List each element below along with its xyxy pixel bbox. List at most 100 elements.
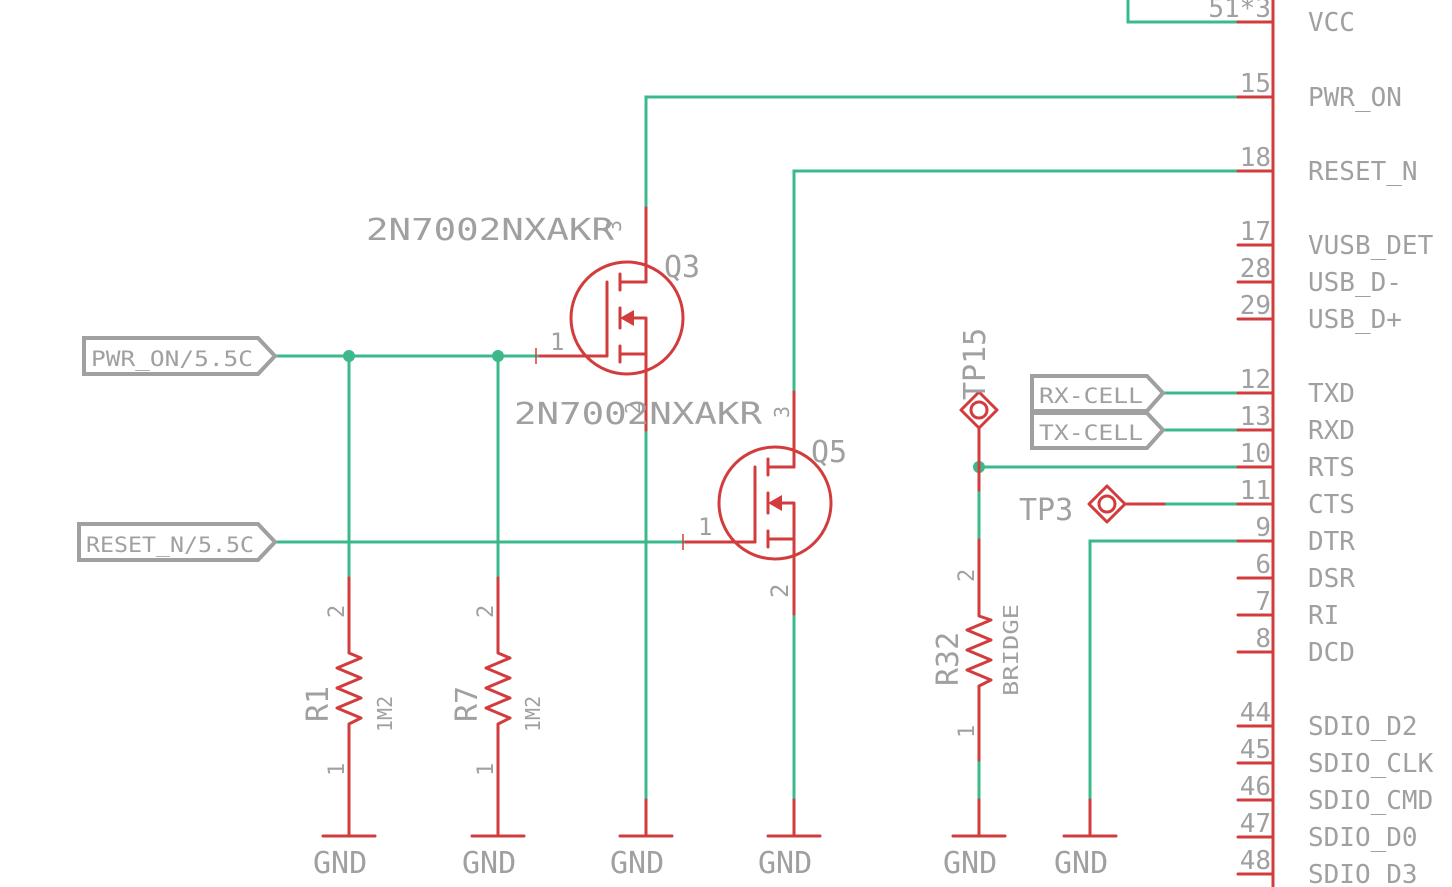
ic-pin-number: 7 — [1255, 587, 1271, 617]
r1-pin-bottom: 1 — [325, 763, 350, 776]
r1-pin-top: 2 — [325, 605, 350, 618]
ground-label: GND — [758, 846, 812, 881]
test-point-tp3[interactable]: TP3 — [1019, 484, 1166, 528]
ic-pin-name: TXD — [1308, 379, 1355, 409]
r32-name: R32 — [931, 632, 966, 686]
ground-label: GND — [1054, 846, 1108, 881]
ground-label: GND — [462, 846, 516, 881]
junction-dot — [492, 350, 504, 362]
ground-label: GND — [313, 846, 367, 881]
ic-pin-dcd[interactable]: 8 DCD — [1236, 624, 1355, 668]
net-label-reset-n[interactable]: RESET_N/5.5C — [77, 522, 278, 562]
r32-value: BRIDGE — [999, 604, 1023, 696]
resistor-r32[interactable]: R32 BRIDGE 2 1 — [931, 538, 1023, 762]
test-point-tp15[interactable]: TP15 — [958, 328, 999, 492]
r7-name: R7 — [450, 686, 485, 722]
ic-pin-number: 51*3 — [1208, 0, 1271, 24]
ic-pin-name: SDIO_CMD — [1308, 786, 1433, 816]
r7-value: 1M2 — [521, 696, 545, 732]
mosfet-q5[interactable]: Q5 2N7002NXAKR 1 3 2 — [514, 390, 847, 616]
net-label-pwr-on[interactable]: PWR_ON/5.5C — [82, 336, 278, 376]
ic-pin-sdio-cmd[interactable]: 46 SDIO_CMD — [1236, 772, 1433, 816]
q5-pin-gate: 1 — [698, 513, 712, 541]
ic-pin-number: 46 — [1240, 772, 1271, 802]
q3-pin-gate: 1 — [550, 328, 564, 356]
ic-pin-number: 47 — [1240, 809, 1271, 839]
ic-pin-name: DSR — [1308, 564, 1355, 594]
ic-pin-number: 15 — [1240, 69, 1271, 99]
ground-symbol[interactable]: GND — [1054, 798, 1118, 881]
q5-name: Q5 — [811, 435, 847, 470]
ic-pin-number: 44 — [1240, 698, 1271, 728]
tp3-label: TP3 — [1019, 493, 1073, 528]
r1-name: R1 — [301, 686, 336, 722]
ic-pin-usb-d-[interactable]: 28 USB_D- — [1236, 254, 1402, 298]
r32-pin-top: 2 — [955, 569, 980, 582]
q3-value: 2N7002NXAKR — [366, 213, 615, 248]
ic-pin-number: 9 — [1255, 513, 1271, 543]
q5-pin-drain: 3 — [770, 406, 794, 418]
ic-pin-name: RESET_N — [1308, 157, 1418, 187]
ground-symbol[interactable]: GND — [758, 798, 822, 881]
ground-symbol[interactable]: GND — [943, 798, 1007, 881]
ic-pin-reset-n[interactable]: 18 RESET_N — [1236, 143, 1418, 187]
junction-dot — [343, 350, 355, 362]
ground-symbol[interactable]: GND — [610, 798, 674, 881]
q5-pin-source: 2 — [766, 584, 794, 598]
ic-pin-name: PWR_ON — [1308, 83, 1402, 113]
net-label-rx-cell[interactable]: RX-CELL — [1030, 374, 1166, 413]
ic-pin-name: DCD — [1308, 638, 1355, 668]
r1-value: 1M2 — [373, 696, 397, 732]
ic-pin-name: RTS — [1308, 453, 1355, 483]
q5-value: 2N7002NXAKR — [514, 397, 763, 432]
net-reset-n[interactable] — [792, 169, 1240, 394]
net-vcc[interactable] — [1126, 0, 1240, 24]
resistor-r1[interactable]: R1 1M2 2 1 — [301, 576, 397, 838]
nets — [274, 0, 1240, 802]
ic-pin-cts[interactable]: 11 CTS — [1236, 476, 1355, 520]
ic-pin-name: RXD — [1308, 416, 1355, 446]
ground-symbol[interactable]: GND — [462, 798, 526, 881]
ic-pin-name: USB_D- — [1308, 268, 1402, 298]
ic-pin-name: DTR — [1308, 527, 1355, 557]
q3-pin-source: 2 — [621, 402, 645, 414]
net-label-rx-cell-text: RX-CELL — [1039, 384, 1143, 408]
mosfet-q3[interactable]: Q3 2N7002NXAKR 1 3 2 — [366, 206, 700, 432]
net-dtr[interactable] — [1088, 539, 1240, 802]
ic-pin-number: 11 — [1240, 476, 1271, 506]
net-label-reset-n-text: RESET_N/5.5C — [86, 533, 254, 557]
ic-pin-name: CTS — [1308, 490, 1355, 520]
ic-pin-number: 10 — [1240, 439, 1271, 469]
ic-pin-pwr-on[interactable]: 15 PWR_ON — [1236, 69, 1402, 113]
ic-pin-dtr[interactable]: 9 DTR — [1236, 513, 1355, 557]
ic-pin-name: VUSB_DET — [1308, 231, 1434, 261]
resistor-r7[interactable]: R7 1M2 2 1 — [450, 576, 545, 838]
net-label-tx-cell[interactable]: TX-CELL — [1030, 411, 1166, 450]
ic-pin-number: 18 — [1240, 143, 1271, 173]
ic-pin-rts[interactable]: 10 RTS — [1236, 439, 1355, 483]
net-label-pwr-on-text: PWR_ON/5.5C — [91, 347, 253, 371]
ground-label: GND — [610, 846, 664, 881]
net-pwr-on[interactable] — [644, 95, 1240, 210]
ground-label: GND — [943, 846, 997, 881]
ground-symbol[interactable]: GND — [313, 798, 377, 881]
r32-pin-bottom: 1 — [955, 725, 980, 738]
ic-pin-number: 8 — [1255, 624, 1271, 654]
ic-pin-number: 28 — [1240, 254, 1271, 284]
r7-pin-bottom: 1 — [474, 763, 499, 776]
ic-pin-number: 45 — [1240, 735, 1271, 765]
ic-pin-name: SDIO_D3 — [1308, 860, 1418, 887]
